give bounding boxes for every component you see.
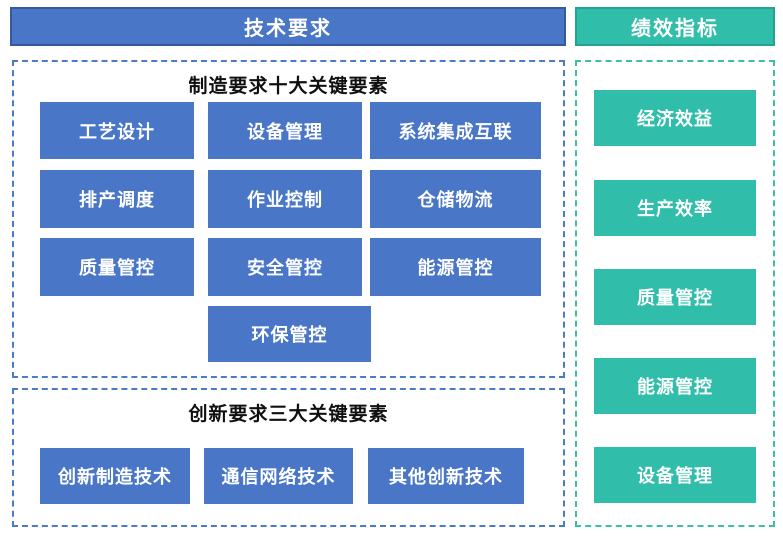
perf-box-economic-benefit: 经济效益 bbox=[594, 90, 756, 146]
innovation-box-manufacturing-tech: 创新制造技术 bbox=[40, 448, 190, 504]
innovation-box-other-innovation-tech: 其他创新技术 bbox=[368, 448, 524, 504]
header-performance-indicators: 绩效指标 bbox=[575, 7, 775, 46]
mfg-box-safety-control-label: 安全管控 bbox=[247, 258, 323, 278]
mfg-box-equipment-management-label: 设备管理 bbox=[247, 121, 323, 142]
mfg-box-system-integration: 系统集成互联 bbox=[370, 102, 541, 159]
mfg-box-equipment-management: 设备管理 bbox=[208, 102, 362, 159]
mfg-box-safety-control: 安全管控 bbox=[208, 238, 362, 296]
mfg-box-quality-control-label: 质量管控 bbox=[79, 258, 155, 278]
mfg-box-process-design: 工艺设计 bbox=[40, 102, 194, 159]
perf-box-economic-benefit-label: 经济效益 bbox=[637, 109, 713, 129]
innovation-group-title: 创新要求三大关键要素 bbox=[188, 404, 389, 425]
mfg-box-environmental-control-label: 环保管控 bbox=[251, 325, 328, 345]
mfg-box-energy-control: 能源管控 bbox=[370, 238, 541, 296]
mfg-box-environmental-control: 环保管控 bbox=[208, 306, 371, 362]
perf-box-quality-control: 质量管控 bbox=[594, 269, 756, 325]
mfg-box-warehouse-logistics-label: 仓储物流 bbox=[417, 190, 494, 210]
perf-box-energy-control: 能源管控 bbox=[594, 358, 756, 414]
header-technical-requirements-label: 技术要求 bbox=[244, 18, 332, 40]
perf-box-production-efficiency: 生产效率 bbox=[594, 180, 756, 236]
mfg-box-warehouse-logistics: 仓储物流 bbox=[370, 170, 541, 228]
innovation-box-communication-network-tech-label: 通信网络技术 bbox=[221, 467, 336, 487]
group-performance-indicators: 经济效益 生产效率 质量管控 能源管控 设备管理 bbox=[575, 60, 775, 527]
mfg-box-production-scheduling-label: 排产调度 bbox=[79, 190, 155, 210]
mfg-box-process-design-label: 工艺设计 bbox=[79, 121, 155, 142]
mfg-box-energy-control-label: 能源管控 bbox=[417, 258, 494, 278]
mfg-box-production-scheduling: 排产调度 bbox=[40, 170, 194, 228]
innovation-box-other-innovation-tech-label: 其他创新技术 bbox=[389, 467, 503, 487]
innovation-box-manufacturing-tech-label: 创新制造技术 bbox=[58, 467, 172, 487]
mfg-box-operation-control-label: 作业控制 bbox=[247, 190, 323, 210]
manufacturing-group-title: 制造要求十大关键要素 bbox=[188, 76, 389, 97]
perf-box-production-efficiency-label: 生产效率 bbox=[637, 199, 713, 219]
perf-box-equipment-management: 设备管理 bbox=[594, 447, 756, 503]
header-technical-requirements: 技术要求 bbox=[10, 7, 566, 46]
group-manufacturing-requirements: 制造要求十大关键要素 工艺设计 设备管理 系统集成互联 排产调度 作业控制 仓储… bbox=[12, 60, 565, 378]
mfg-box-quality-control: 质量管控 bbox=[40, 238, 194, 296]
innovation-box-communication-network-tech: 通信网络技术 bbox=[204, 448, 353, 504]
header-performance-indicators-label: 绩效指标 bbox=[631, 18, 719, 40]
mfg-box-operation-control: 作业控制 bbox=[208, 170, 362, 228]
perf-box-energy-control-label: 能源管控 bbox=[637, 377, 713, 397]
group-innovation-requirements: 创新要求三大关键要素 创新制造技术 通信网络技术 其他创新技术 bbox=[12, 388, 565, 527]
mfg-box-system-integration-label: 系统集成互联 bbox=[398, 121, 513, 142]
perf-box-quality-control-label: 质量管控 bbox=[637, 288, 713, 308]
perf-box-equipment-management-label: 设备管理 bbox=[637, 466, 713, 486]
